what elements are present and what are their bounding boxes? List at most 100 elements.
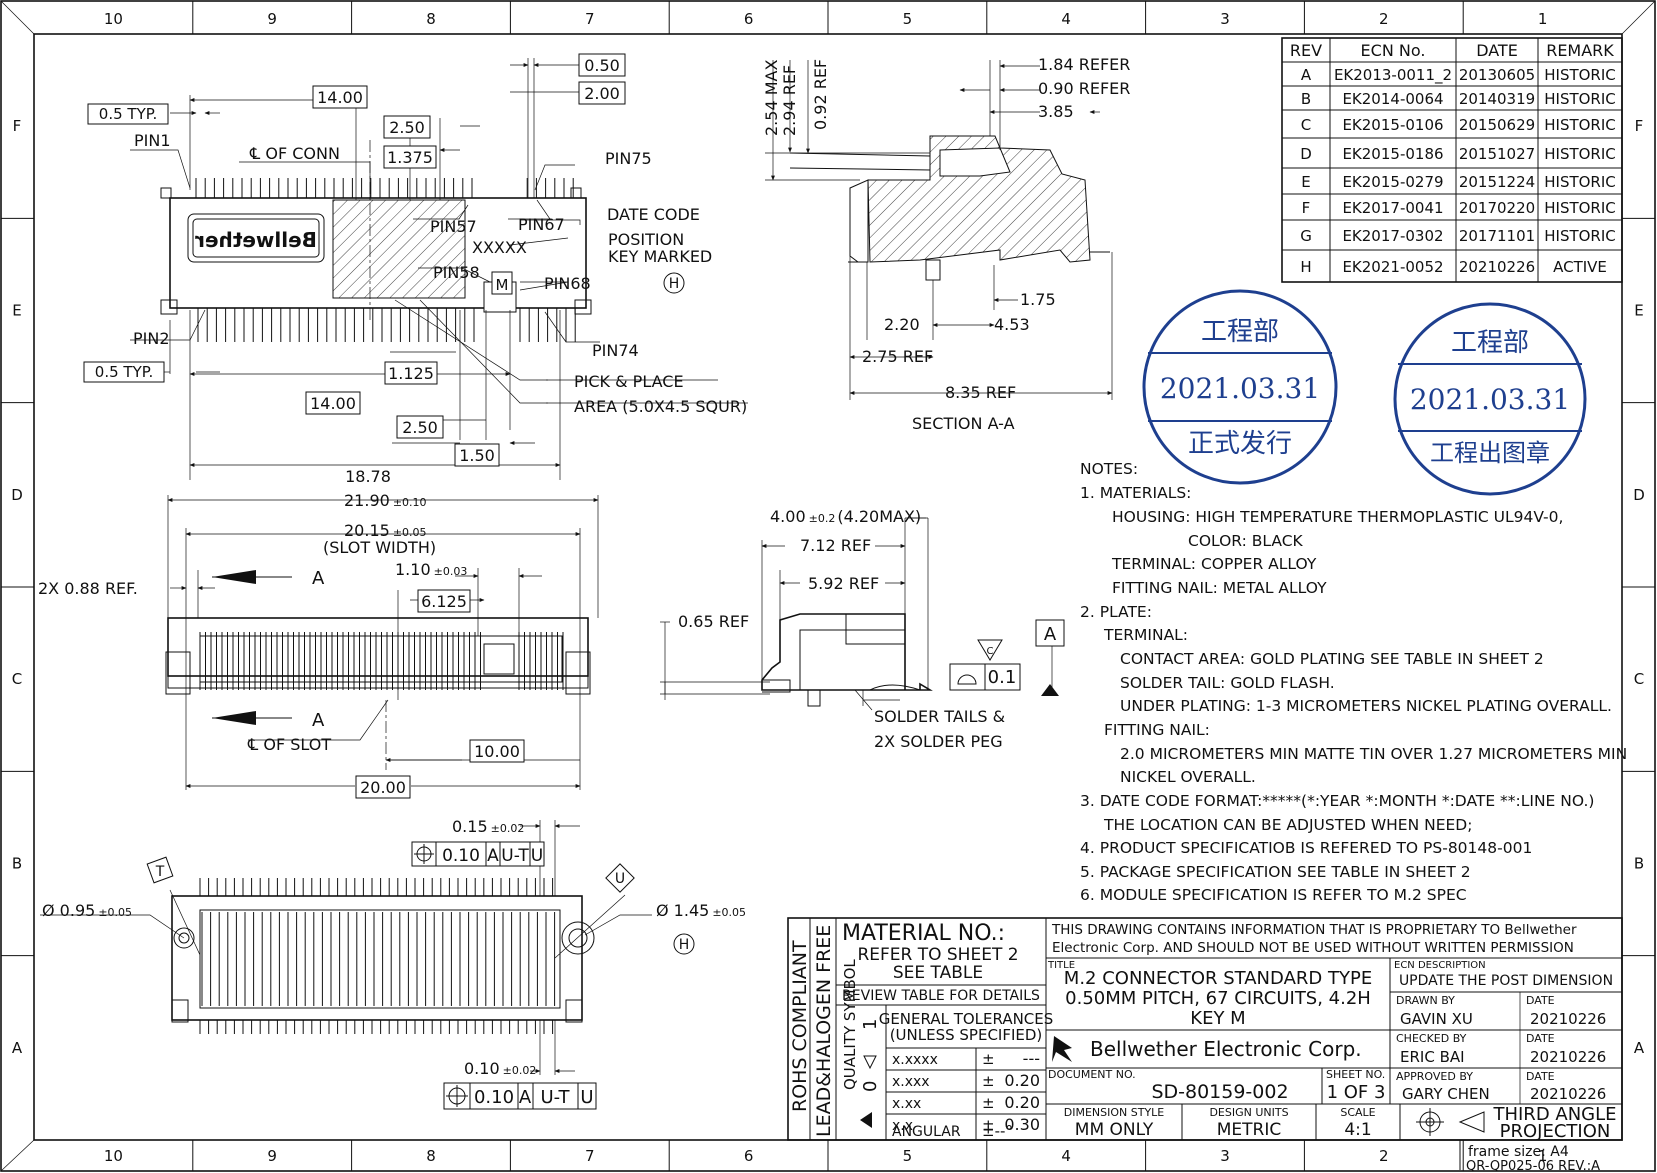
tb-scale-label: SCALE xyxy=(1340,1106,1375,1119)
stamp-release-date: 2021.03.31 xyxy=(1160,372,1320,405)
label-pin57: PIN57 xyxy=(430,217,477,236)
note-1-color: COLOR: BLACK xyxy=(1188,532,1304,550)
tb-proprietary-1: THIS DRAWING CONTAINS INFORMATION THAT I… xyxy=(1051,922,1577,938)
fcf-bottom-datum-a: A xyxy=(519,1087,532,1108)
dim-0-90-refer: 0.90 REFER xyxy=(1038,79,1130,98)
stamp-engineering: 工程部 2021.03.31 工程出图章 xyxy=(1393,302,1587,496)
rev-cell-1-2: 20140319 xyxy=(1459,90,1535,108)
tb-approved-label: APPROVED BY xyxy=(1396,1070,1473,1083)
tb-doc-value: SD-80159-002 xyxy=(1151,1081,1288,1103)
side-view: 4.00±0.2(4.20MAX) 7.12 REF 5.92 REF 0.65… xyxy=(660,507,1065,751)
tb-units-label: DESIGN UNITS xyxy=(1209,1106,1288,1119)
zone-col-bottom-5: 5 xyxy=(903,1147,913,1165)
zone-row-left-C: C xyxy=(12,670,22,688)
dim-0-95-value: Ø 0.95 xyxy=(42,901,95,920)
zone-col-top-4: 4 xyxy=(1061,10,1071,28)
dim-3-85: 3.85 xyxy=(1038,102,1074,121)
dim-2-20: 2.20 xyxy=(884,315,920,334)
tb-checked-value: ERIC BAI xyxy=(1400,1048,1465,1066)
zone-row-right-F: F xyxy=(1635,117,1644,135)
stamp-release-bottom: 正式发行 xyxy=(1188,429,1292,459)
dim-21-90-tol: ±0.10 xyxy=(393,496,427,509)
tb-scale-value: 4:1 xyxy=(1344,1120,1371,1140)
tb-proprietary-2: Electronic Corp. AND SHOULD NOT BE USED … xyxy=(1052,940,1574,956)
rev-cell-3-2: 20151027 xyxy=(1459,145,1535,163)
projection-symbol-icon xyxy=(1416,1108,1485,1136)
tb-approved-date-label: DATE xyxy=(1526,1070,1555,1083)
tb-quality-1: 1 xyxy=(860,1019,881,1030)
zone-col-bottom-7: 7 xyxy=(585,1147,595,1165)
dim-1-10: 1.10±0.03 xyxy=(395,560,467,579)
dim-1-10-value: 1.10 xyxy=(395,560,431,579)
dim-1-45-value: Ø 1.45 xyxy=(656,901,709,920)
note-3-location: THE LOCATION CAN BE ADJUSTED WHEN NEED; xyxy=(1103,816,1472,834)
tb-see-table: SEE TABLE xyxy=(893,963,983,983)
zone-col-bottom-10: 10 xyxy=(104,1147,123,1165)
zone-col-bottom-9: 9 xyxy=(267,1147,277,1165)
note-2-terminal: TERMINAL: xyxy=(1103,626,1188,644)
tb-drawn-label: DRAWN BY xyxy=(1396,994,1455,1007)
zone-col-top-9: 9 xyxy=(267,10,277,28)
flatness-value: 0.1 xyxy=(988,667,1017,688)
dim-1-50: 1.50 xyxy=(459,446,495,465)
tb-approved-date: 20210226 xyxy=(1530,1085,1606,1103)
fcf-top-datum-ut: U-T xyxy=(501,846,529,866)
zone-col-top-3: 3 xyxy=(1220,10,1230,28)
label-pick-place: PICK & PLACE xyxy=(574,372,684,391)
tb-quality-symbol: QUALITY SYMBOL xyxy=(841,959,859,1090)
dim-18-78: 18.78 xyxy=(345,467,391,486)
rev-cell-6-0: G xyxy=(1300,227,1312,245)
tb-refer-sheet: REFER TO SHEET 2 xyxy=(857,945,1018,965)
dim-typ-bottom: 0.5 TYP. xyxy=(95,363,153,381)
rev-cell-5-2: 20170220 xyxy=(1459,199,1535,217)
rev-header-0: REV xyxy=(1290,41,1322,60)
rev-cell-4-3: HISTORIC xyxy=(1544,173,1616,191)
label-pin75: PIN75 xyxy=(605,149,652,168)
dim-7-12-ref: 7.12 REF xyxy=(800,536,871,555)
dim-2-75-ref: 2.75 REF xyxy=(862,347,933,366)
dim-2-00: 2.00 xyxy=(584,84,620,103)
zone-col-top-6: 6 xyxy=(744,10,754,28)
tb-doc-label: DOCUMENT NO. xyxy=(1048,1068,1136,1081)
tb-quality-0: 0 xyxy=(860,1081,881,1092)
dim-4-00-value: 4.00 xyxy=(770,507,806,526)
note-2-nickel: NICKEL OVERALL. xyxy=(1120,768,1256,786)
zone-col-top-8: 8 xyxy=(426,10,436,28)
tb-units-value: METRIC xyxy=(1217,1120,1282,1140)
dim-1-10-tol: ±0.03 xyxy=(434,565,468,578)
tol-label-3: x.x xyxy=(892,1118,913,1134)
datum-t: T xyxy=(155,864,165,880)
zone-col-top-10: 10 xyxy=(104,10,123,28)
label-section-a-bottom: A xyxy=(312,710,325,731)
fcf-bottom: 0.10 A U-T U xyxy=(443,1082,597,1110)
rev-cell-6-1: EK2017-0302 xyxy=(1342,227,1443,245)
tb-sheet-value: 1 OF 3 xyxy=(1327,1082,1386,1103)
tb-sheet-label: SHEET NO. xyxy=(1326,1068,1385,1081)
label-cl-conn: ℄ OF CONN xyxy=(249,144,340,163)
dim-6-125: 6.125 xyxy=(421,592,467,611)
tb-rohs: ROHS COMPLIANT xyxy=(789,940,811,1112)
dim-20-15-value: 20.15 xyxy=(344,521,390,540)
zone-row-left-B: B xyxy=(12,855,22,873)
label-pin74: PIN74 xyxy=(592,341,639,360)
dim-2-50-top: 2.50 xyxy=(389,118,425,137)
zone-row-left-E: E xyxy=(12,302,21,320)
note-1: 1. MATERIALS: xyxy=(1080,484,1191,502)
tol-sign-3: ± xyxy=(982,1116,995,1134)
zone-row-right-B: B xyxy=(1634,855,1644,873)
dim-0-95: Ø 0.95±0.05 xyxy=(42,901,132,920)
dim-1-45-tol: ±0.05 xyxy=(712,906,746,919)
tb-projection-2: PROJECTION xyxy=(1500,1121,1611,1142)
tol-value-1: 0.20 xyxy=(1004,1071,1040,1090)
note-4: 4. PRODUCT SPECIFICATIOB IS REFERED TO P… xyxy=(1080,839,1532,857)
zone-col-bottom-3: 3 xyxy=(1220,1147,1230,1165)
zone-col-bottom-8: 8 xyxy=(426,1147,436,1165)
dim-1-84-refer: 1.84 REFER xyxy=(1038,55,1130,74)
tol-sign-0: ± xyxy=(982,1050,995,1068)
rev-cell-3-1: EK2015-0186 xyxy=(1342,145,1443,163)
dim-20-00: 20.00 xyxy=(360,778,406,797)
fcf-top-datum-u: U xyxy=(531,846,543,866)
rev-cell-7-2: 20210226 xyxy=(1459,258,1535,276)
rev-cell-1-3: HISTORIC xyxy=(1544,90,1616,108)
tol-label-4: ANGULAR xyxy=(892,1124,961,1140)
